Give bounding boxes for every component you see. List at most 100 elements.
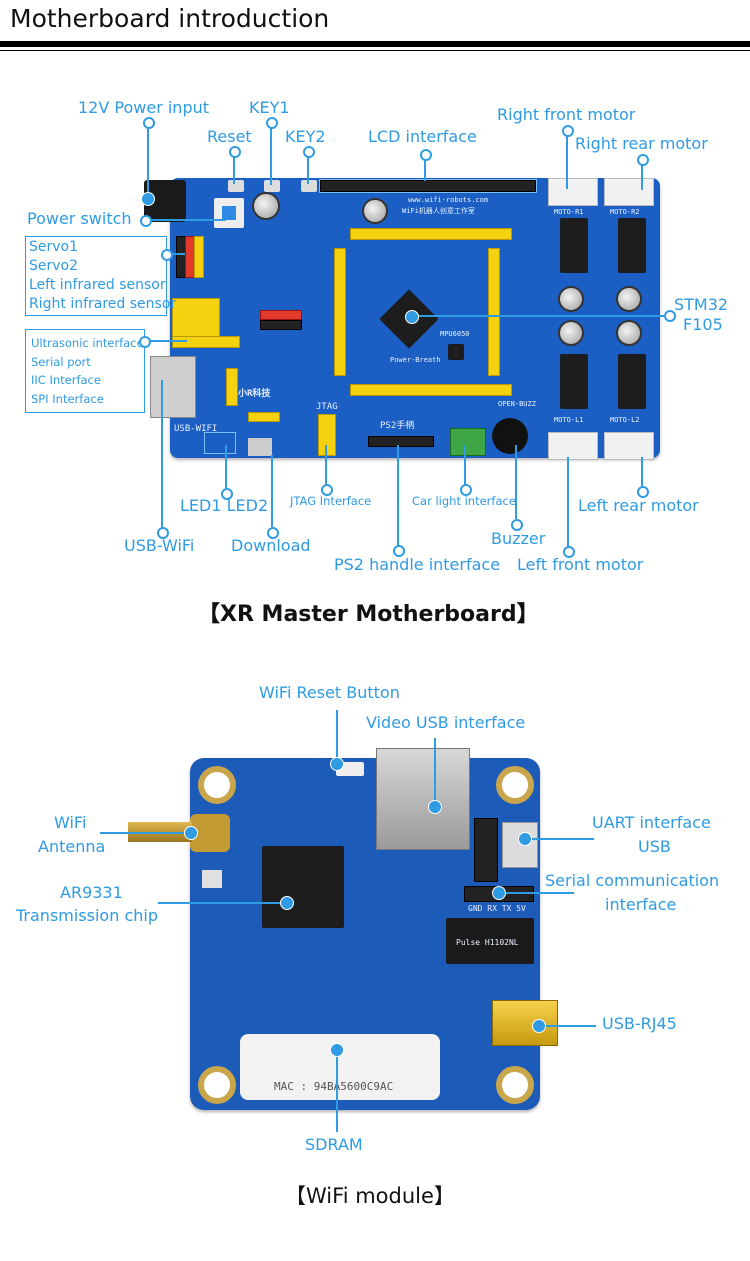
leader-line xyxy=(147,127,149,193)
leader-line xyxy=(336,1052,338,1132)
label-led: LED1 LED2 xyxy=(180,496,269,515)
label-lcd: LCD interface xyxy=(368,127,477,146)
key2-button-part xyxy=(301,180,317,192)
pin-header-right xyxy=(488,248,500,376)
leader-line xyxy=(151,219,226,221)
leader-line xyxy=(158,902,286,904)
micro-usb-uart xyxy=(502,822,538,868)
motor-driver-chip xyxy=(560,354,588,409)
label-jtag: JTAG Interface xyxy=(290,494,372,508)
silk-magnetics: Pulse H1102NL xyxy=(456,938,519,947)
capacitor xyxy=(616,320,642,346)
label-antenna-line1: WiFi xyxy=(54,813,87,832)
silk-studio: WiFi机器人创意工作室 xyxy=(402,207,475,215)
motor-driver-chip xyxy=(618,218,646,273)
marker-ring xyxy=(139,336,151,348)
marker-ring xyxy=(303,146,315,158)
silk-serial-pins: GND RX TX 5V xyxy=(468,904,526,913)
silk-moto-l1: MOTO-L1 xyxy=(554,416,584,424)
label-servo1: Servo1 xyxy=(29,239,79,255)
leader-line xyxy=(325,445,327,487)
power-switch-part xyxy=(214,198,244,228)
capacitor xyxy=(558,286,584,312)
label-left-rear-motor: Left rear motor xyxy=(578,496,699,515)
marker-ring xyxy=(511,519,523,531)
capacitor xyxy=(362,198,388,224)
marker-dot xyxy=(532,1019,546,1033)
ultrasonic-header xyxy=(172,298,220,338)
silk-moto-l2: MOTO-L2 xyxy=(610,416,640,424)
title-divider-thick xyxy=(0,41,750,47)
label-stm32-line1: STM32 xyxy=(674,295,729,314)
pin-header-top xyxy=(350,228,512,240)
label-uart-line2: USB xyxy=(638,837,671,856)
leader-line xyxy=(397,445,399,546)
uart-jumper xyxy=(474,818,498,882)
leader-line xyxy=(424,159,426,181)
silk-moto-r1: MOTO-R1 xyxy=(554,208,584,216)
capacitor xyxy=(616,286,642,312)
silk-ps2: PS2手柄 xyxy=(380,421,415,431)
motor-driver-chip xyxy=(618,354,646,409)
marker-dot xyxy=(492,886,506,900)
servo-callout-box xyxy=(25,236,167,316)
video-usb-port xyxy=(376,748,470,850)
label-video-usb: Video USB interface xyxy=(366,713,526,732)
label-iic: IIC Interface xyxy=(31,373,101,387)
leader-line xyxy=(410,315,666,317)
marker-ring xyxy=(161,249,173,261)
pin-header-bottom xyxy=(350,384,512,396)
label-serial-port: Serial port xyxy=(31,355,91,369)
label-spi: SPI Interface xyxy=(31,392,104,406)
marker-ring xyxy=(637,154,649,166)
marker-dot xyxy=(184,826,198,840)
label-power-input: 12V Power input xyxy=(78,98,210,117)
interface-callout-box xyxy=(25,329,145,413)
marker-ring xyxy=(140,215,152,227)
moto-r2-connector xyxy=(604,178,654,206)
boot-header xyxy=(248,412,280,422)
marker-ring xyxy=(267,527,279,539)
page-title: Motherboard introduction xyxy=(10,4,330,33)
power-header-33 xyxy=(260,310,302,320)
mount-hole xyxy=(198,766,236,804)
leader-line xyxy=(515,445,517,519)
label-usb-wifi: USB-WiFi xyxy=(124,536,195,555)
buzzer-part xyxy=(492,418,528,454)
marker-dot xyxy=(330,757,344,771)
marker-ring xyxy=(321,484,333,496)
silk-url: www.wifi-robots.com xyxy=(408,196,489,204)
marker-dot xyxy=(428,800,442,814)
label-car-light: Car light interface xyxy=(412,494,516,508)
label-left-front-motor: Left front motor xyxy=(517,555,644,574)
marker-ring xyxy=(266,117,278,129)
motherboard-image: www.wifi-robots.com WiFi机器人创意工作室 Power-B… xyxy=(144,178,660,460)
marker-dot xyxy=(280,896,294,910)
motor-driver-chip xyxy=(560,218,588,273)
moto-l1-connector xyxy=(548,432,598,460)
label-ps2: PS2 handle interface xyxy=(334,555,501,574)
power-header-gnd xyxy=(260,320,302,330)
leader-line xyxy=(566,135,568,189)
leader-line xyxy=(641,164,643,190)
ps2-header xyxy=(368,436,434,447)
label-left-ir-sensor: Left infrared sensor xyxy=(29,277,166,293)
capacitor xyxy=(252,192,280,220)
label-wifi-reset-button: WiFi Reset Button xyxy=(259,683,400,702)
label-key1: KEY1 xyxy=(249,98,290,117)
servo-header-sig xyxy=(194,236,204,278)
uart-header xyxy=(226,368,238,406)
silk-buzzer-jumper: OPEN-BUZZ xyxy=(498,400,536,408)
leader-line xyxy=(233,156,235,184)
leader-line xyxy=(307,156,309,184)
car-light-terminal xyxy=(450,428,486,456)
jtag-header xyxy=(318,414,336,456)
silk-power-breath: Power-Breath xyxy=(390,356,441,364)
mini-usb-rj45 xyxy=(492,1000,558,1046)
wifi-module-image: GND RX TX 5V Pulse H1102NL MAC : 94BA560… xyxy=(128,748,558,1110)
marker-ring xyxy=(562,125,574,137)
label-buzzer: Buzzer xyxy=(491,529,546,548)
marker-dot xyxy=(405,310,419,324)
leader-line xyxy=(270,127,272,185)
mount-hole xyxy=(496,766,534,804)
